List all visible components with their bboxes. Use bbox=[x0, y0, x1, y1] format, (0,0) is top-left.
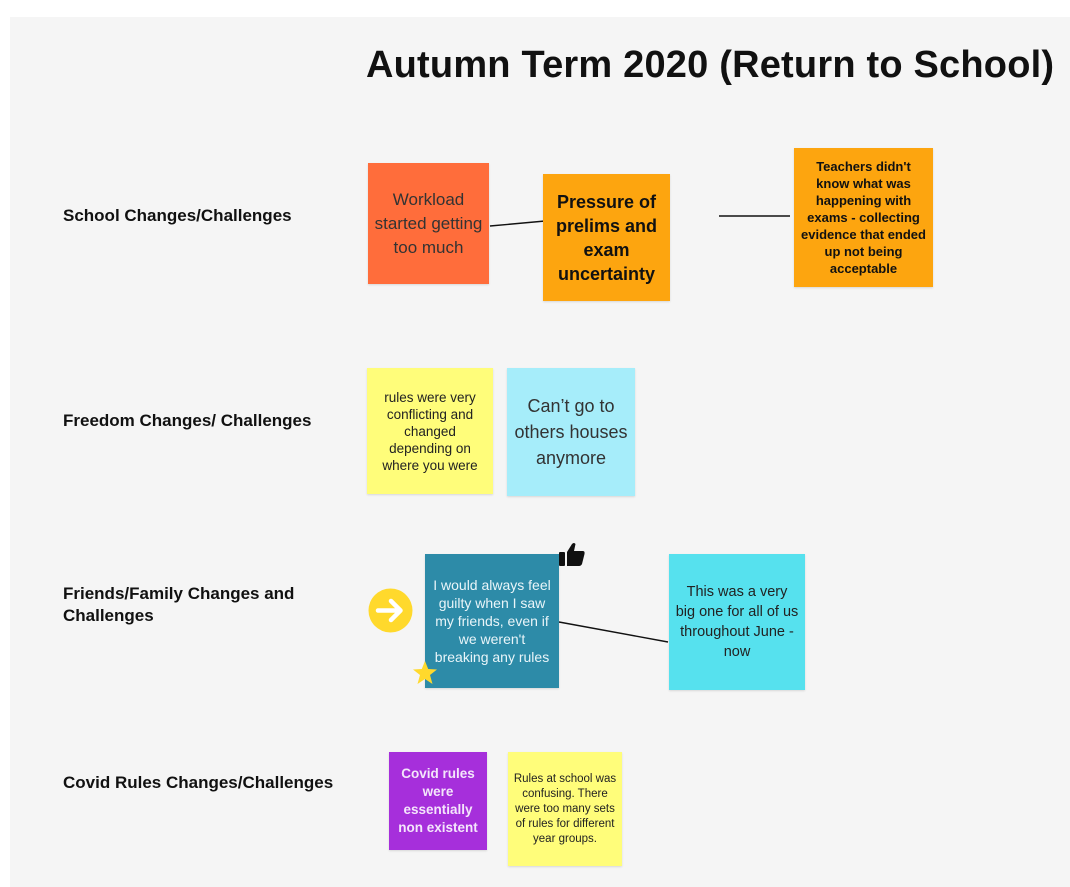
sticky-note-workload[interactable]: Workload started getting too much bbox=[368, 163, 489, 284]
sticky-note-pressure[interactable]: Pressure of prelims and exam uncertainty bbox=[543, 174, 670, 301]
connector-guilty-bigone bbox=[558, 621, 669, 643]
sticky-note-cant-go[interactable]: Can’t go to others houses anymore bbox=[507, 368, 635, 496]
star-icon[interactable] bbox=[412, 660, 438, 685]
sticky-note-covid-rules[interactable]: Covid rules were essentially non existen… bbox=[389, 752, 487, 850]
board-title: Autumn Term 2020 (Return to School) bbox=[366, 44, 1055, 86]
row-label-covid-rules: Covid Rules Changes/Challenges bbox=[63, 773, 334, 792]
row-label-freedom: Freedom Changes/ Challenges bbox=[63, 411, 312, 430]
sticky-note-rules-conflicting[interactable]: rules were very conflicting and changed … bbox=[367, 368, 493, 494]
sticky-note-guilty[interactable]: I would always feel guilty when I saw my… bbox=[425, 554, 559, 688]
sticky-note-rules-school[interactable]: Rules at school was confusing. There wer… bbox=[508, 752, 622, 866]
sticky-note-teachers[interactable]: Teachers didn't know what was happening … bbox=[794, 148, 933, 287]
sticky-note-big-one[interactable]: This was a very big one for all of us th… bbox=[669, 554, 805, 690]
row-label-school: School Changes/Challenges bbox=[63, 206, 292, 225]
thumbs-up-icon[interactable] bbox=[558, 542, 586, 568]
row-label-friends-family: Friends/Family Changes and Challenges bbox=[63, 584, 295, 625]
arrow-right-icon[interactable] bbox=[367, 587, 414, 634]
